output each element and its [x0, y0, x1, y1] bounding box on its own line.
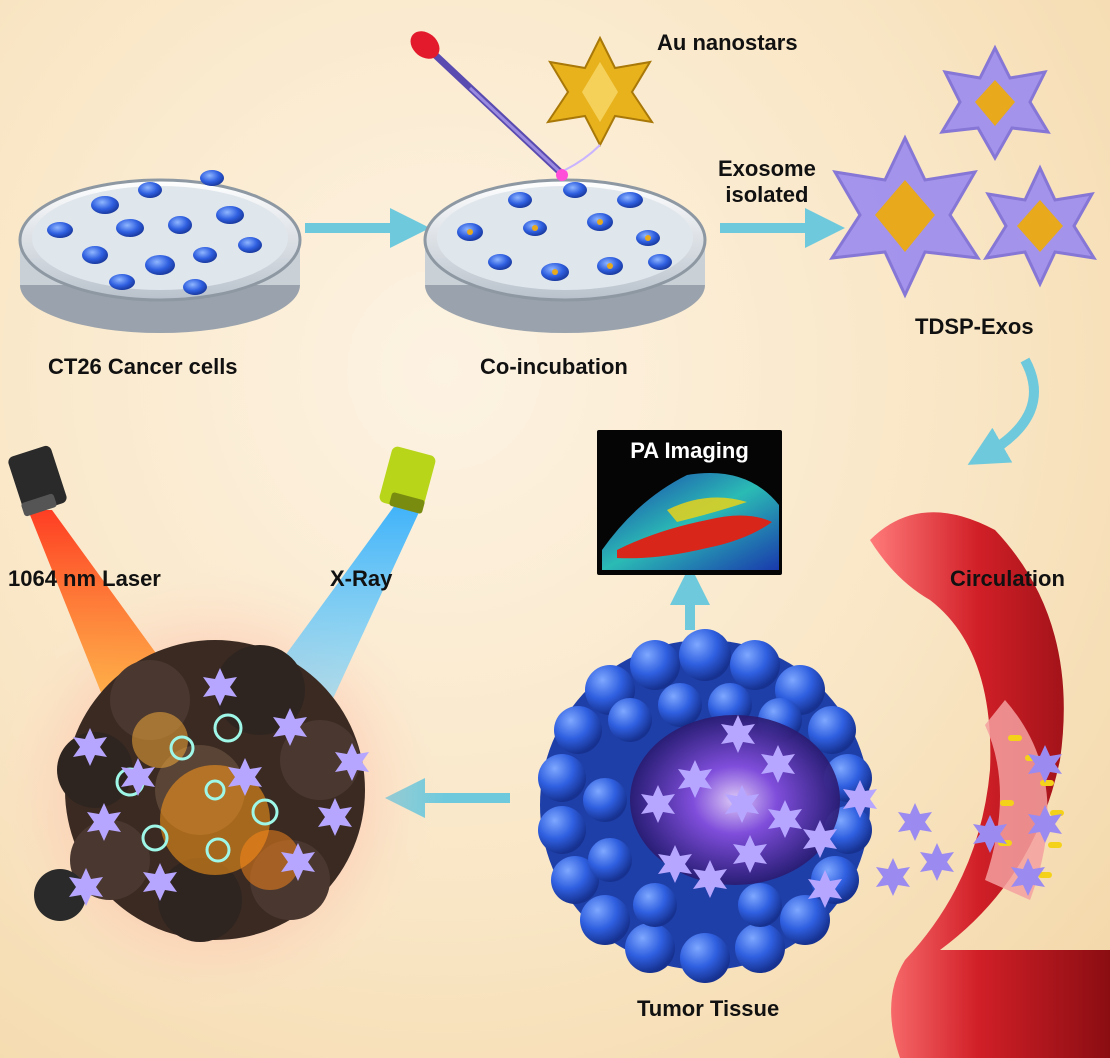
laser-emitter-icon: [8, 445, 67, 517]
xray-emitter-icon: [379, 446, 436, 514]
petri-dish-ct26: [18, 170, 302, 333]
au-nanostars-label: Au nanostars: [657, 30, 798, 55]
pa-imaging-title: PA Imaging: [630, 438, 749, 463]
singlet-oxygen-markers: [115, 713, 279, 863]
xray-label: X-Ray: [330, 566, 393, 591]
tumor-ablation: [0, 445, 445, 1020]
circulating-exosomes: [876, 745, 1062, 896]
tdsp-exosome: [982, 164, 1098, 288]
tumor-tissue: [538, 629, 877, 983]
cancer-cells: [47, 170, 262, 295]
exosome-isolated-line2: isolated: [725, 182, 809, 207]
pipette-icon: [410, 31, 568, 181]
pa-imaging-map: [602, 473, 779, 570]
ablation-exosomes: [69, 668, 369, 906]
cancer-cells-with-nanostars: [457, 182, 672, 281]
coincubation-label: Co-incubation: [480, 354, 628, 379]
tdsp-exos-label: TDSP-Exos: [915, 314, 1034, 339]
tdsp-exosome: [829, 134, 981, 299]
tumor-tissue-label: Tumor Tissue: [637, 996, 780, 1021]
ct26-label: CT26 Cancer cells: [48, 354, 238, 379]
tumor-exosomes: [641, 715, 877, 908]
laser-label: 1064 nm Laser: [8, 566, 161, 591]
pa-imaging-panel: PA Imaging: [597, 430, 782, 575]
tdsp-exosome: [939, 44, 1051, 162]
circulation-label: Circulation: [950, 566, 1065, 591]
exosome-isolated-label: Exosome isolated: [718, 156, 816, 208]
au-nanostar-icon: [545, 35, 655, 171]
arrow-to-circulation: [967, 357, 1039, 465]
blood-vessel: [870, 512, 1110, 1058]
petri-dish-coincubation: [410, 31, 707, 333]
vessel-wall-cells: [998, 735, 1064, 878]
tdsp-exosome-cluster: [829, 44, 1098, 299]
exosome-isolated-line1: Exosome: [718, 156, 816, 181]
xray-beam: [260, 505, 420, 705]
